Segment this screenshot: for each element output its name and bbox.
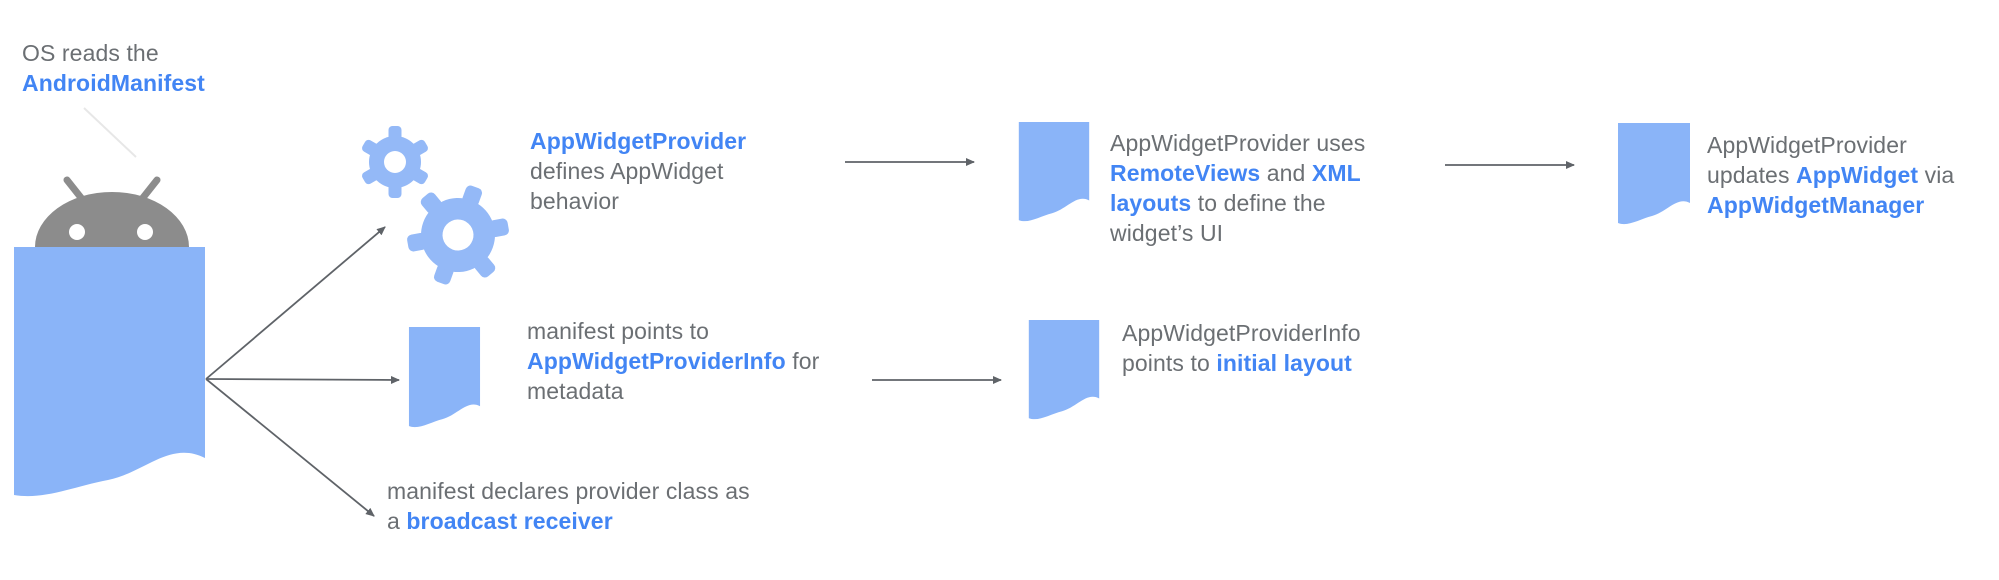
gear-small: [362, 126, 428, 198]
robot-eye-left: [69, 224, 85, 240]
gears-icon: [362, 126, 509, 285]
appwidgetprovider-text: AppWidgetProvider: [530, 128, 747, 154]
points-to-text: points to: [1122, 350, 1217, 376]
layouts-text: layouts: [1110, 190, 1192, 216]
initial-layout-label: AppWidgetProviderInfo points to initial …: [1122, 318, 1361, 378]
uses-line3: layouts to define the: [1110, 188, 1365, 218]
faint-pointer-line: [83, 107, 137, 158]
providerinfo-text: AppWidgetProviderInfo: [1122, 320, 1361, 346]
androidmanifest-text: AndroidManifest: [22, 70, 205, 96]
uses-remoteviews-label: AppWidgetProvider uses RemoteViews and X…: [1110, 128, 1365, 248]
broadcast-receiver-text: broadcast receiver: [406, 508, 613, 534]
robot-head: [35, 192, 189, 247]
android-robot-icon: [14, 176, 205, 497]
updates-line2: updates AppWidget via: [1707, 160, 1954, 190]
updates-line1-text: AppWidgetProvider: [1707, 132, 1907, 158]
broadcast-line2: a broadcast receiver: [387, 506, 750, 536]
uses-line4: widget’s UI: [1110, 218, 1365, 248]
document-icon-providerinfo: [407, 327, 482, 430]
behavior-text: behavior: [530, 188, 620, 214]
appwidgetmanager-text: AppWidgetManager: [1707, 192, 1925, 218]
arrow-manifest-to-gears: [205, 226, 386, 380]
document-icon-initial-layout: [1028, 320, 1100, 422]
gear-large: [407, 185, 509, 285]
robot-eye-right: [137, 224, 153, 240]
initial-layout-text: initial layout: [1216, 350, 1352, 376]
document-icon-manager: [1618, 123, 1690, 227]
and-text: and: [1260, 160, 1312, 186]
metadata-line3: metadata: [527, 376, 819, 406]
os-reads-line2: AndroidManifest: [22, 68, 205, 98]
os-reads-label: OS reads the AndroidManifest: [22, 38, 205, 98]
provider-behavior-label: AppWidgetProvider defines AppWidget beha…: [530, 126, 746, 216]
widgets-ui-text: widget’s UI: [1110, 220, 1224, 246]
broadcast-line1: manifest declares provider class as: [387, 476, 750, 506]
updates-line3: AppWidgetManager: [1707, 190, 1954, 220]
updates-line1: AppWidgetProvider: [1707, 130, 1954, 160]
a-text: a: [387, 508, 407, 534]
initial-line1: AppWidgetProviderInfo: [1122, 318, 1361, 348]
document-icon-remoteviews: [1018, 122, 1090, 224]
manifest-points-text: manifest points to: [527, 318, 710, 344]
defines-appwidget-text: defines AppWidget: [530, 158, 724, 184]
appwidgetproviderinfo-text: AppWidgetProviderInfo: [527, 348, 786, 374]
manifest-document-icon: [14, 247, 205, 497]
to-define-text: to define the: [1191, 190, 1326, 216]
remoteviews-text: RemoteViews: [1110, 160, 1261, 186]
uses-line1: AppWidgetProvider uses: [1110, 128, 1365, 158]
broadcast-receiver-label: manifest declares provider class as a br…: [387, 476, 750, 536]
updates-manager-label: AppWidgetProvider updates AppWidget via …: [1707, 130, 1954, 220]
os-reads-line1: OS reads the: [22, 38, 205, 68]
for-text: for: [785, 348, 820, 374]
manifest-declares-text: manifest declares provider class as: [387, 478, 750, 504]
provider-behavior-line2: defines AppWidget: [530, 156, 746, 186]
metadata-line2: AppWidgetProviderInfo for: [527, 346, 819, 376]
xml-text: XML: [1311, 160, 1361, 186]
via-text: via: [1918, 162, 1955, 188]
appwidget-text: AppWidget: [1796, 162, 1919, 188]
arrow-manifest-to-providerinfo: [205, 375, 400, 384]
provider-behavior-line3: behavior: [530, 186, 746, 216]
metadata-line1: manifest points to: [527, 316, 819, 346]
os-reads-text: OS reads the: [22, 40, 159, 66]
uses-line2: RemoteViews and XML: [1110, 158, 1365, 188]
arrow-manifest-to-broadcast: [205, 378, 375, 517]
metadata-text: metadata: [527, 378, 624, 404]
updates-text: updates: [1707, 162, 1797, 188]
provider-behavior-line1: AppWidgetProvider: [530, 126, 746, 156]
uses-line1-text: AppWidgetProvider uses: [1110, 130, 1366, 156]
metadata-label: manifest points to AppWidgetProviderInfo…: [527, 316, 819, 406]
initial-line2: points to initial layout: [1122, 348, 1361, 378]
